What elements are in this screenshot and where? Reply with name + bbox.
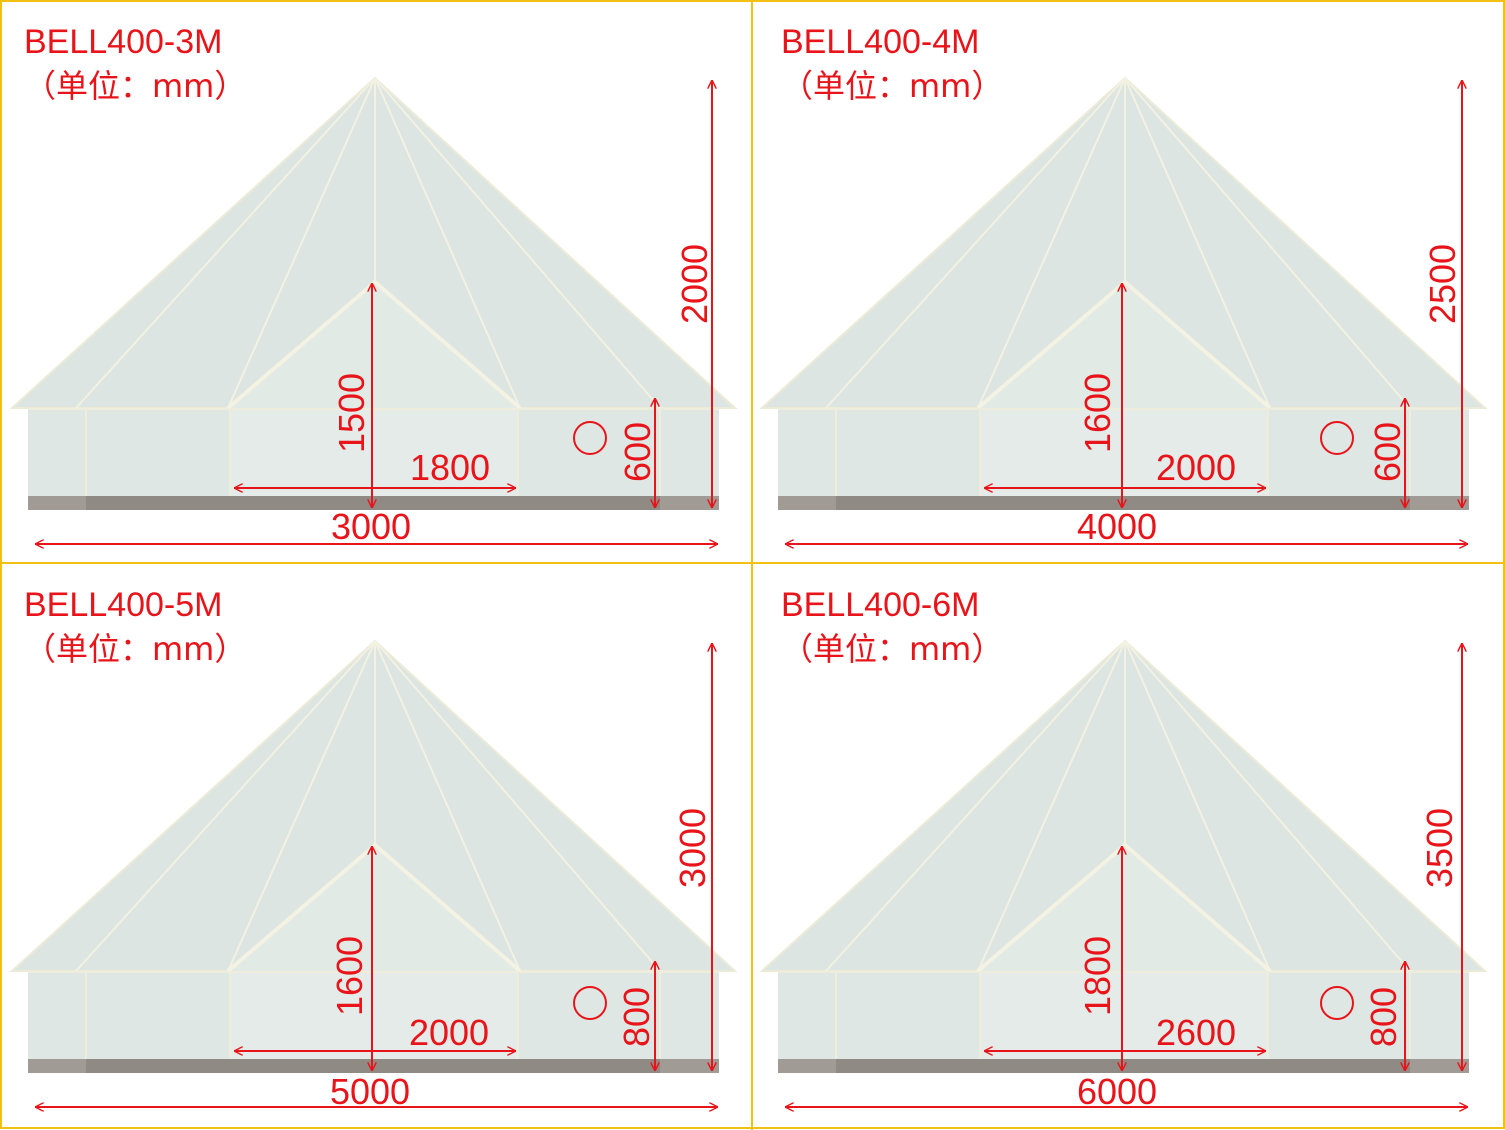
panel-bell400-3m: BELL400-3M （单位：mm） 2000 1500 1800 600 30… — [10, 23, 737, 547]
overall-width-label: 3000 — [331, 506, 411, 547]
overall-height-label: 2500 — [1422, 244, 1463, 324]
overall-width-label: 6000 — [1077, 1071, 1157, 1112]
unit-label: （单位：mm） — [781, 630, 1003, 668]
overall-height-label: 3000 — [672, 808, 713, 888]
door-height-label: 1600 — [329, 936, 370, 1016]
unit-label: （单位：mm） — [781, 67, 1003, 105]
overall-height-label: 3500 — [1419, 808, 1460, 888]
panel-bell400-5m: BELL400-5M （单位：mm） 3000 1600 2000 800 50… — [10, 586, 737, 1112]
door-width-label: 2600 — [1156, 1012, 1236, 1053]
door-width-label: 2000 — [409, 1012, 489, 1053]
wall-height-label: 800 — [1363, 987, 1404, 1047]
panel-title: BELL400-3M — [24, 23, 222, 61]
panel-bell400-4m: BELL400-4M （单位：mm） 2500 1600 2000 600 40… — [760, 23, 1487, 547]
panel-title: BELL400-5M — [24, 586, 222, 624]
door-height-label: 1600 — [1077, 373, 1118, 453]
wall-height-label: 800 — [616, 987, 657, 1047]
overall-width-label: 4000 — [1077, 506, 1157, 547]
vent-window-icon — [1320, 986, 1354, 1020]
panel-title: BELL400-6M — [781, 586, 979, 624]
vent-window-icon — [1320, 421, 1354, 455]
wall-height-label: 600 — [1367, 422, 1408, 482]
door-height-label: 1500 — [331, 373, 372, 453]
door-width-label: 1800 — [410, 447, 490, 488]
unit-label: （单位：mm） — [24, 630, 246, 668]
unit-label: （单位：mm） — [24, 67, 246, 105]
panel-title: BELL400-4M — [781, 23, 979, 61]
wall-height-label: 600 — [617, 422, 658, 482]
overall-width-label: 5000 — [330, 1071, 410, 1112]
door-height-label: 1800 — [1077, 936, 1118, 1016]
door-width-label: 2000 — [1156, 447, 1236, 488]
vent-window-icon — [573, 421, 607, 455]
overall-height-label: 2000 — [674, 244, 715, 324]
vent-window-icon — [573, 986, 607, 1020]
panel-bell400-6m: BELL400-6M （单位：mm） 3500 1800 2600 800 60… — [760, 586, 1487, 1112]
